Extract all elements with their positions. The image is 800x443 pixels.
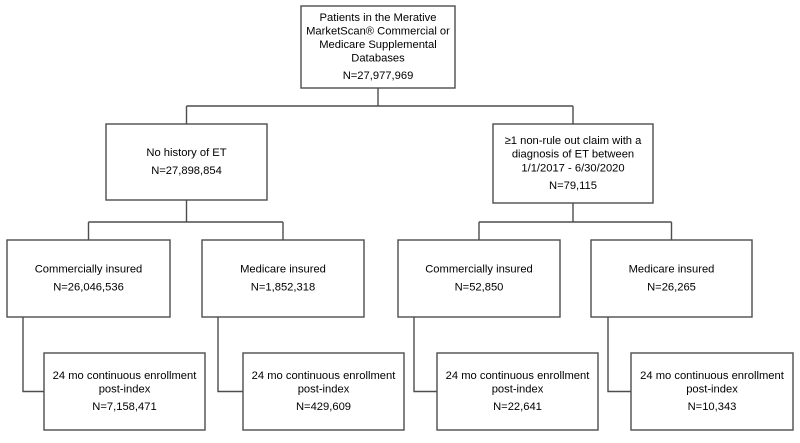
node-line-enroll-no-et-commercial: 24 mo continuous enrollment [53, 370, 198, 382]
node-line-et-commercial: Commercially insured [425, 264, 533, 276]
connector-elbow-no-et-medicare [217, 317, 243, 393]
connector-elbow-no-et-commercial [22, 317, 44, 393]
connector-split-no-history-et [87, 200, 284, 240]
node-line-enroll-et-commercial: post-index [492, 383, 544, 395]
node-line-source: Databases [351, 53, 405, 65]
node-count-no-et-commercial: N=26,046,536 [53, 281, 124, 293]
node-line-enroll-et-commercial: 24 mo continuous enrollment [446, 370, 591, 382]
node-box-no-et-medicare [201, 239, 365, 318]
node-et-claim: ≥1 non-rule out claim with a diagnosis of… [492, 123, 654, 204]
node-box-et-medicare [590, 239, 753, 318]
node-line-enroll-no-et-medicare: 24 mo continuous enrollment [252, 370, 397, 382]
node-box-enroll-no-et-commercial [43, 352, 206, 431]
node-line-et-claim: 1/1/2017 - 6/30/2020 [521, 162, 624, 174]
node-count-no-history-et: N=27,898,854 [151, 165, 222, 177]
node-line-source: Medicare Supplemental [319, 39, 437, 51]
connector-split-source [185, 88, 574, 124]
node-box-no-history-et [105, 123, 268, 201]
node-line-source: MarketScan® Commercial or [306, 25, 450, 37]
connector-elbow-et-medicare [607, 317, 631, 393]
node-no-history-et: No history of ET N=27,898,854 [105, 123, 268, 201]
node-count-et-claim: N=79,115 [549, 180, 597, 192]
node-count-enroll-no-et-commercial: N=7,158,471 [92, 401, 156, 413]
node-count-enroll-et-commercial: N=22,641 [493, 401, 542, 413]
node-box-et-claim [492, 123, 654, 204]
node-line-no-et-medicare: Medicare insured [240, 264, 326, 276]
node-line-et-claim: ≥1 non-rule out claim with a [505, 135, 643, 147]
node-count-source: N=27,977,969 [343, 70, 414, 82]
node-line-et-claim: diagnosis of ET between [512, 149, 634, 161]
connector-layer [22, 88, 673, 393]
node-count-et-medicare: N=26,265 [647, 281, 696, 293]
node-line-enroll-et-medicare: post-index [686, 383, 738, 395]
node-line-no-et-commercial: Commercially insured [35, 264, 143, 276]
node-line-no-history-et: No history of ET [146, 147, 226, 159]
node-box-enroll-et-commercial [436, 352, 599, 431]
node-count-no-et-medicare: N=1,852,318 [251, 281, 315, 293]
node-line-source: Patients in the Merative [320, 12, 437, 24]
node-box-enroll-et-medicare [630, 352, 794, 431]
node-box-source [300, 5, 456, 89]
node-enroll-no-et-medicare: 24 mo continuous enrollmentpost-indexN=4… [242, 352, 405, 431]
connector-split-et-claim [478, 203, 673, 240]
node-count-enroll-et-medicare: N=10,343 [688, 401, 737, 413]
node-line-enroll-no-et-medicare: post-index [298, 383, 350, 395]
node-count-enroll-no-et-medicare: N=429,609 [296, 401, 351, 413]
node-box-no-et-commercial [6, 239, 171, 318]
node-enroll-no-et-commercial: 24 mo continuous enrollmentpost-indexN=7… [43, 352, 206, 431]
node-line-enroll-no-et-commercial: post-index [99, 383, 151, 395]
node-line-enroll-et-medicare: 24 mo continuous enrollment [640, 370, 785, 382]
node-count-et-commercial: N=52,850 [455, 281, 504, 293]
node-enroll-et-commercial: 24 mo continuous enrollmentpost-indexN=2… [436, 352, 599, 431]
node-line-et-medicare: Medicare insured [629, 264, 715, 276]
node-box-enroll-no-et-medicare [242, 352, 405, 431]
node-box-et-commercial [397, 239, 561, 318]
node-enroll-et-medicare: 24 mo continuous enrollmentpost-indexN=1… [630, 352, 794, 431]
connector-elbow-et-commercial [413, 317, 437, 393]
